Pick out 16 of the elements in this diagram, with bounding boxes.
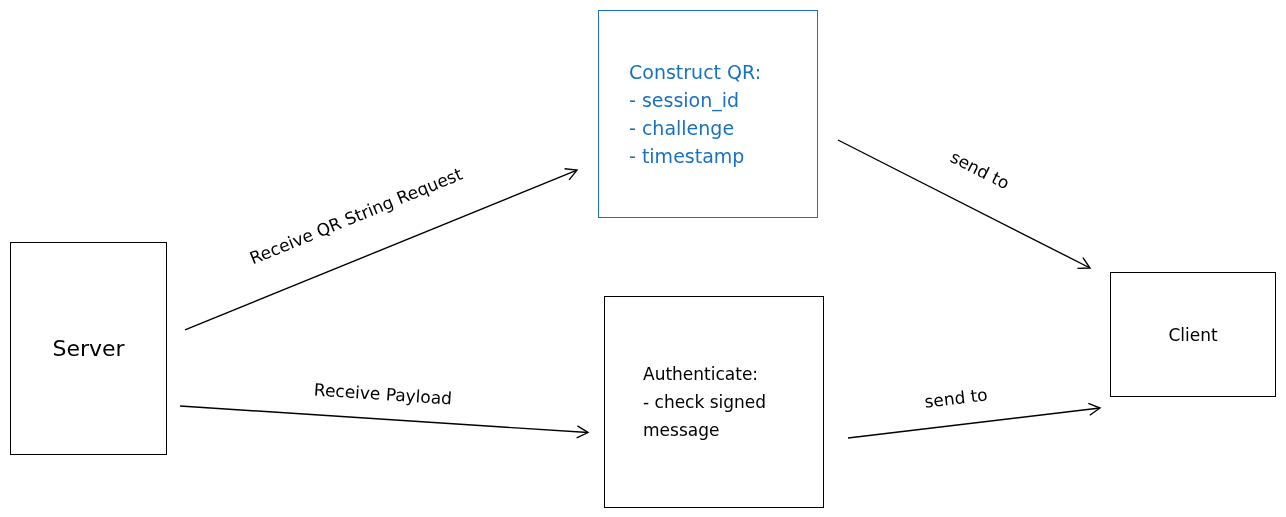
box-text: - session_id (629, 88, 741, 114)
box-text: Server (52, 334, 125, 363)
process-box (1110, 272, 1276, 397)
arrow (847, 402, 1101, 439)
box-heading: Construct QR: (629, 60, 763, 85)
process-box (10, 242, 167, 455)
process-box (598, 10, 818, 218)
arrow (179, 405, 589, 439)
arrow (837, 139, 1091, 270)
process-box (604, 296, 824, 508)
arrow (184, 168, 578, 331)
box-text: - check signed message (643, 391, 768, 442)
box-text: - timestamp (629, 144, 746, 169)
box-heading: Authenticate: (643, 363, 760, 386)
box-text: - challenge (629, 116, 736, 141)
box-text: Client (1168, 323, 1218, 347)
